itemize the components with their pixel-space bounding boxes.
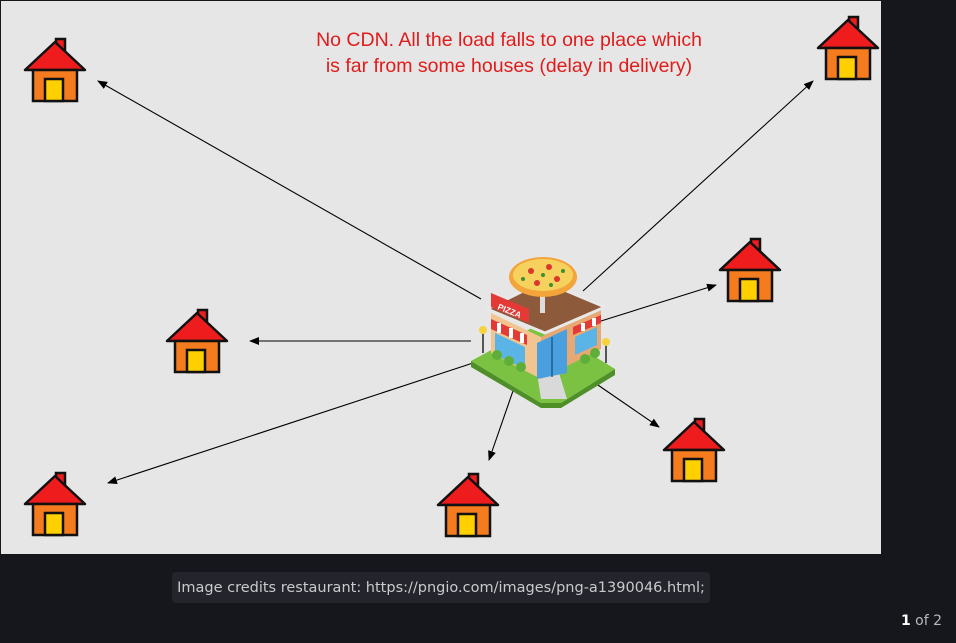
house-icon [23,471,87,537]
house-icon [165,308,229,374]
arrow-icon [488,387,515,461]
arrow-icon [107,362,474,484]
house-icon [23,37,87,103]
arrow-icon [582,80,814,292]
house-icon [816,15,880,81]
house-icon [436,472,500,538]
arrow-icon [594,382,660,428]
arrow-icon [600,283,717,322]
slide-title: No CDN. All the load falls to one place … [249,27,769,79]
house-icon [718,237,782,303]
page-total: of 2 [910,613,942,629]
slide-title-line: is far from some houses (delay in delive… [325,55,693,77]
page-counter: 1 of 2 [901,613,942,629]
current-page: 1 [900,613,911,629]
diagram: PIZZA [23,15,880,538]
image-caption: Image credits restaurant: https://pngio.… [172,572,710,603]
slide-title-line: No CDN. All the load falls to one place … [316,29,702,51]
slide-canvas: PIZZA No CDN. All the l [1,1,881,554]
pizza-restaurant-icon: PIZZA [471,257,615,408]
delivery-arrows [97,80,814,484]
house-icon [662,417,726,483]
arrow-icon [97,80,482,300]
